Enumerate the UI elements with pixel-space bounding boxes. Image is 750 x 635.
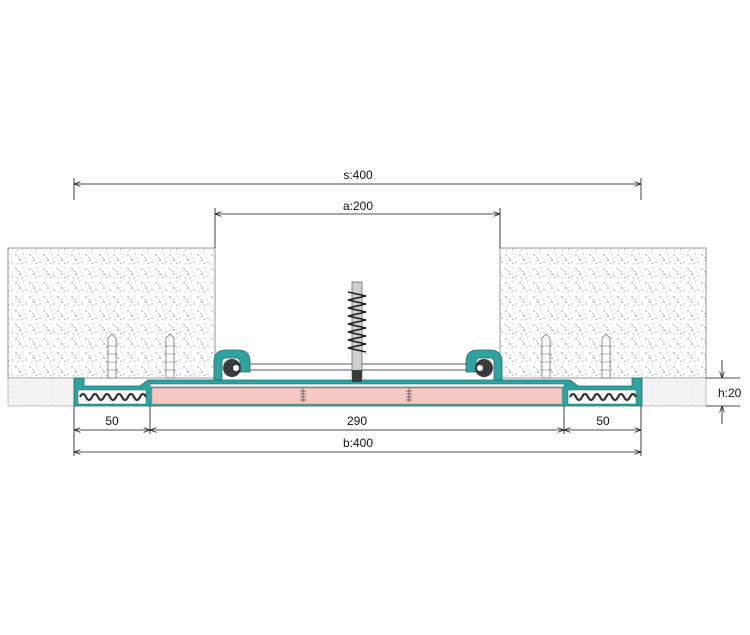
left-screw [300, 388, 306, 402]
right-clip-profile [465, 349, 503, 381]
left-screed-layer [7, 377, 75, 407]
dimension-s-label: s:400 [343, 168, 373, 182]
dimension-h-label: h:20 [718, 386, 742, 400]
center-spring-bolt [347, 281, 367, 382]
dimension-a-label: a:200 [343, 199, 373, 213]
left-accordion-gasket [77, 389, 147, 405]
anchor-3 [540, 333, 552, 379]
dimension-a: a:200 [214, 199, 501, 248]
dimension-left-label: 50 [105, 414, 119, 428]
left-clip-profile [213, 349, 251, 381]
anchor-2 [164, 333, 176, 379]
center-infill [151, 387, 563, 405]
dimension-center-label: 290 [347, 414, 367, 428]
dimension-bottom: 50 290 50 b:400 [73, 406, 642, 456]
dimension-right-label: 50 [596, 414, 610, 428]
right-accordion-gasket [567, 389, 637, 405]
anchor-1 [106, 333, 118, 379]
right-screed-layer [641, 377, 707, 407]
anchor-4 [600, 333, 612, 379]
dimension-s: s:400 [73, 168, 642, 200]
right-screw [406, 388, 412, 402]
dimension-b-label: b:400 [343, 436, 373, 450]
dimension-h: h:20 [706, 360, 742, 424]
